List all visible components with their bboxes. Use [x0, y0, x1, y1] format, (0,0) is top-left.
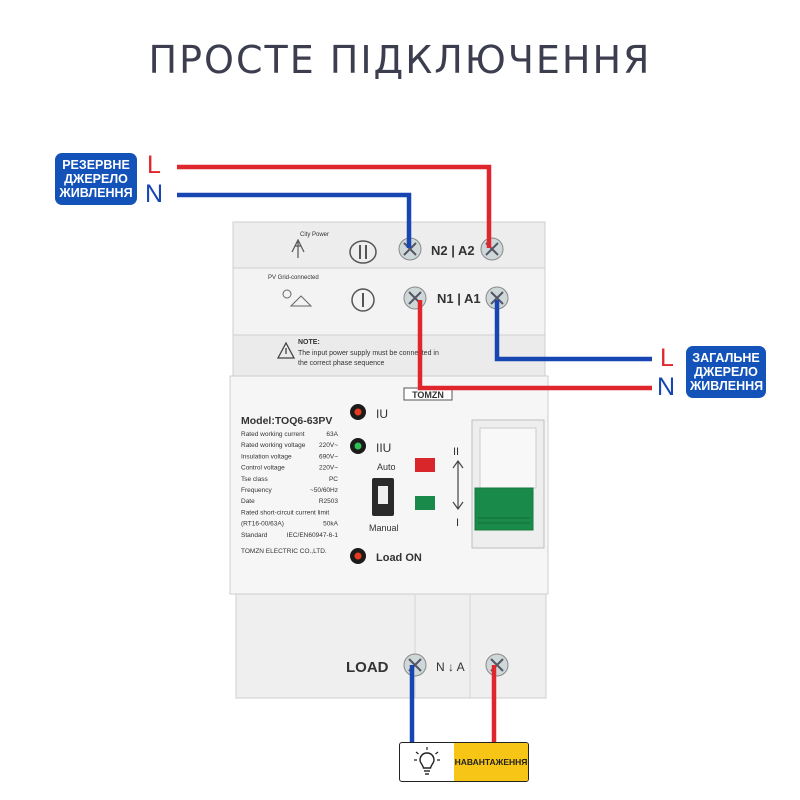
backup-live-letter: L [147, 151, 161, 179]
backup-live-wire [177, 164, 492, 248]
spec-key: Insulation voltage [241, 453, 292, 460]
spec-value: 50kA [323, 521, 338, 528]
spec-key: Standard [241, 532, 268, 539]
note-line-2: the correct phase sequence [298, 360, 384, 367]
indicator-load [350, 548, 366, 564]
manual-label: Manual [369, 523, 399, 533]
auto-label: Auto [377, 462, 396, 472]
spec-key: Date [241, 498, 255, 505]
spec-key: Rated working voltage [241, 442, 306, 449]
spec-key: Control voltage [241, 465, 285, 472]
note-line-1: The input power supply must be connected… [298, 350, 439, 357]
terminal-top-label: N2 | A2 [431, 243, 475, 258]
pv-grid-label: PV Grid-connected [268, 275, 319, 281]
position-arrow-icon [452, 459, 464, 511]
terminal-a2[interactable] [480, 237, 504, 261]
red-indicator [415, 458, 435, 472]
spec-value: 690V~ [319, 453, 338, 460]
terminal-load-n[interactable] [403, 653, 427, 677]
load-icon-cell [400, 743, 454, 781]
position-i-label: I [456, 517, 459, 529]
load-on-label: Load ON [376, 552, 422, 564]
spec-table: Rated working current 63A Rated working vo… [241, 431, 339, 539]
spec-value: 63A [326, 431, 338, 438]
lever-slot [479, 427, 537, 489]
spec-key: (RT16-00/63A) [241, 521, 284, 528]
spec-key: Rated short-circuit current limit [241, 509, 329, 516]
load-text: LOAD [346, 659, 389, 676]
indicator-iiu [350, 438, 366, 454]
warning-icon [276, 341, 296, 359]
indicator-iiu-label: IIU [376, 441, 391, 455]
main-neutral-letter: N [657, 373, 676, 401]
spec-value: 220V~ [319, 442, 338, 449]
double-breaker-icon [349, 240, 377, 264]
single-breaker-icon [351, 288, 375, 312]
spec-value: PC [329, 476, 338, 483]
selector-lever[interactable] [474, 487, 534, 531]
spec-value: ~50/60Hz [310, 487, 338, 494]
spec-key: Frequency [241, 487, 272, 494]
main-source-badge: ЗАГАЛЬНЕ ДЖЕРЕЛО ЖИВЛЕННЯ [686, 346, 766, 398]
green-indicator [415, 496, 435, 510]
model-label: Model:TOQ6-63PV [241, 415, 332, 427]
spec-value: R2503 [319, 498, 339, 505]
spec-key: Tse class [241, 476, 268, 483]
lightbulb-icon [414, 747, 440, 775]
manufacturer-label: TOMZN ELECTRIC CO.,LTD. [241, 548, 327, 555]
city-power-label: City Power [300, 232, 329, 238]
load-terminal-label: N ↓ A [436, 660, 465, 674]
wiring [177, 164, 652, 746]
mode-switch-knob [378, 486, 388, 504]
spec-value: IEC/EN60947-6-1 [287, 532, 339, 539]
note-title: NOTE: [298, 339, 320, 346]
terminal-a1[interactable] [485, 286, 509, 310]
terminal-mid-label: N1 | A1 [437, 291, 481, 306]
backup-neutral-letter: N [145, 180, 164, 208]
spec-key: Rated working current [241, 431, 305, 438]
indicator-iu [350, 404, 366, 420]
backup-neutral-wire [177, 192, 412, 248]
indicator-iu-label: IU [376, 407, 388, 421]
city-power-icon [291, 238, 305, 258]
position-ii-label: II [453, 446, 459, 458]
main-live-letter: L [660, 344, 674, 372]
terminal-load-a[interactable] [485, 653, 509, 677]
terminal-n2[interactable] [398, 237, 422, 261]
main-live-wire [417, 300, 652, 391]
load-box: НАВАНТАЖЕННЯ [399, 742, 529, 782]
backup-source-badge: РЕЗЕРВНЕ ДЖЕРЕЛО ЖИВЛЕННЯ [55, 153, 137, 205]
main-neutral-wire [494, 300, 652, 362]
page-title: ПРОСТЕ ПІДКЛЮЧЕННЯ [148, 38, 652, 82]
brand-logo: TOMZN [412, 390, 444, 400]
spec-value: 220V~ [319, 465, 338, 472]
load-label: НАВАНТАЖЕННЯ [454, 743, 528, 781]
terminal-n1[interactable] [403, 286, 427, 310]
pv-icon [282, 289, 313, 307]
